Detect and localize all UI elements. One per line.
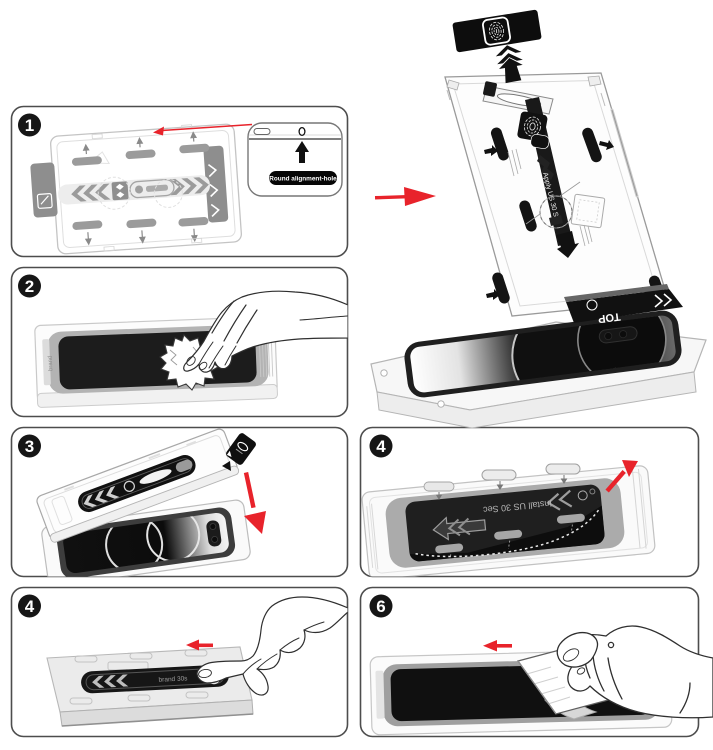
svg-text:brand: brand [48,356,55,372]
svg-text:1: 1 [25,116,34,135]
svg-text:TOP: TOP [597,310,621,325]
svg-text:2: 2 [25,277,34,296]
svg-text:6: 6 [376,597,385,616]
svg-text:3: 3 [25,437,34,456]
svg-text:4: 4 [25,597,35,616]
svg-text:brand 30s: brand 30s [158,675,188,684]
svg-text:4: 4 [376,437,386,456]
svg-text:Round alignment-hole: Round alignment-hole [269,176,337,183]
